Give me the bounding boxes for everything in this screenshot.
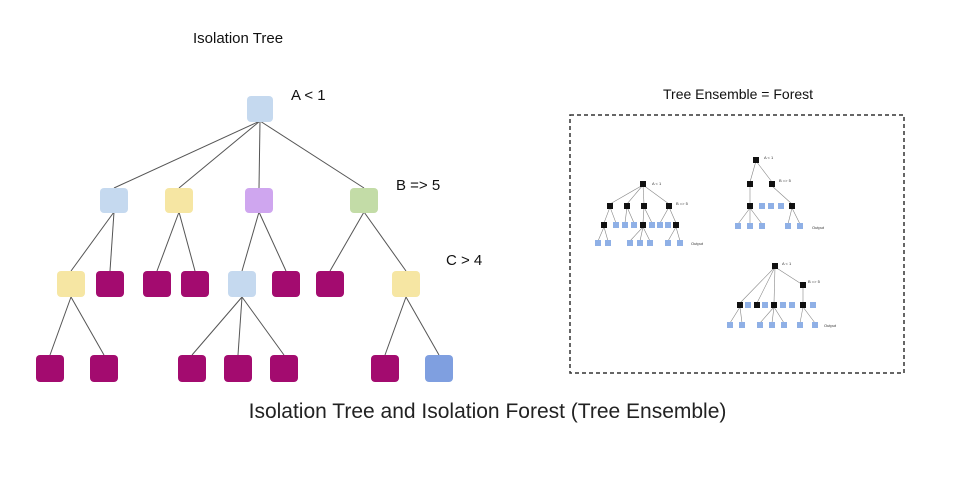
split-label-a: A < 1	[291, 87, 326, 104]
anomaly-leaf-node	[425, 355, 453, 382]
root-node	[247, 96, 273, 122]
split-node-yellow	[165, 188, 193, 213]
leaf-node	[90, 355, 118, 382]
leaf-node	[316, 271, 344, 297]
figure-caption: Isolation Tree and Isolation Forest (Tre…	[248, 400, 727, 423]
isolation-tree-title: Isolation Tree	[193, 30, 284, 47]
mini-split-label-b: B => 5	[676, 201, 689, 206]
leaf-node	[178, 355, 206, 382]
mini-output-label: Output	[691, 241, 704, 246]
leaf-node	[181, 271, 209, 297]
leaf-node	[224, 355, 252, 382]
split-label-b: B => 5	[396, 177, 441, 194]
leaf-node	[36, 355, 64, 382]
tree-edges	[49, 120, 440, 356]
mini-output-label: Output	[812, 225, 825, 230]
split-node-green	[350, 188, 378, 213]
mini-split-label-a: A < 1	[764, 155, 774, 160]
split-node-blue	[100, 188, 128, 213]
forest-tree-2: A < 1 B => 5 Output	[735, 155, 825, 230]
leaf-node	[143, 271, 171, 297]
leaf-node	[96, 271, 124, 297]
mini-output-label: Output	[824, 323, 837, 328]
leaf-node	[371, 355, 399, 382]
forest-tree-1: A < 1 B => 5 Output	[595, 181, 704, 246]
leaf-node	[270, 355, 298, 382]
split-node-blue	[228, 271, 256, 297]
mini-split-label-b: B => 5	[808, 279, 821, 284]
split-node-yellow	[392, 271, 420, 297]
forest-tree-3: A < 1 B => 5 Output	[727, 261, 837, 328]
split-node-yellow	[57, 271, 85, 297]
mini-split-label-b: B => 5	[779, 178, 792, 183]
mini-split-label-a: A < 1	[652, 181, 662, 186]
split-label-c: C > 4	[446, 252, 483, 269]
forest-title: Tree Ensemble = Forest	[663, 86, 814, 102]
mini-split-label-a: A < 1	[782, 261, 792, 266]
forest-border	[569, 114, 905, 374]
split-node-purple	[245, 188, 273, 213]
leaf-node	[272, 271, 300, 297]
